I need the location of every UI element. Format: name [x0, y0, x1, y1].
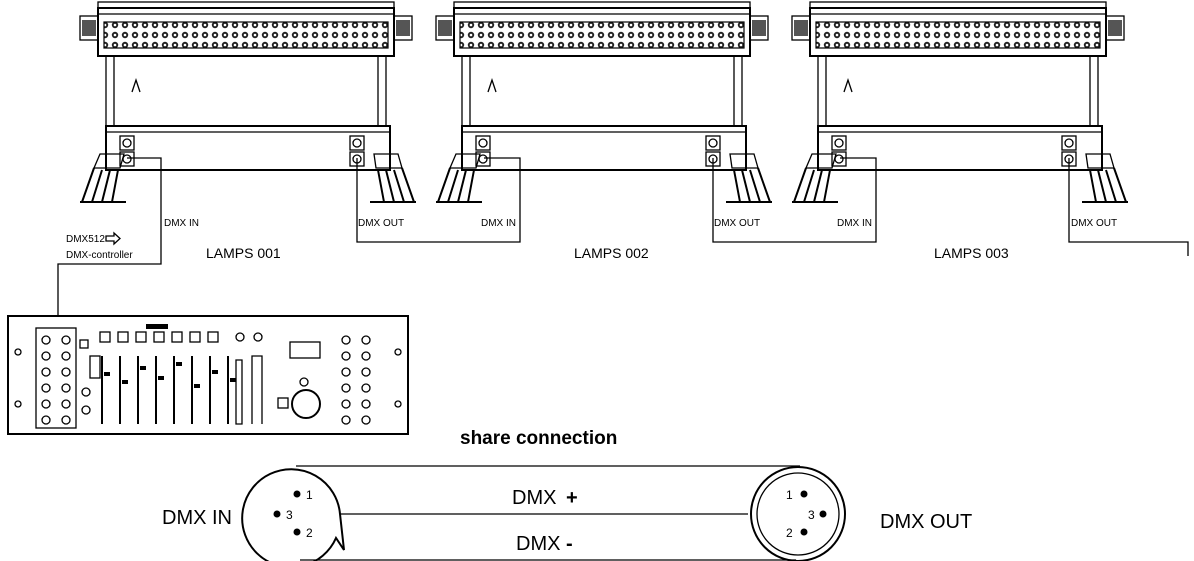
cable-lamp2-to-lamp3: [712, 157, 877, 243]
lamp1-name: LAMPS 001: [206, 245, 281, 261]
out-pin1-label: 1: [786, 488, 793, 502]
cable-controller-to-lamp1: [57, 157, 162, 316]
dmx-in-big-label: DMX IN: [162, 507, 232, 529]
lamp-fixture-003: [791, 1, 1129, 203]
in-pin3-label: 3: [286, 508, 293, 522]
out-pin3-label: 3: [808, 508, 815, 522]
lamp3-out-label: DMX OUT: [1071, 218, 1117, 229]
out-pin2-label: 2: [786, 526, 793, 540]
in-pin2-label: 2: [306, 526, 313, 540]
lamp3-name: LAMPS 003: [934, 245, 1009, 261]
cable-lamp1-to-lamp2: [356, 157, 521, 243]
cable-lamp3-out: [1068, 158, 1189, 256]
lamp-fixture-001: [79, 1, 417, 203]
share-connection-title: share connection: [460, 428, 617, 449]
lamp2-in-label: DMX IN: [481, 218, 516, 229]
lamp1-out-label: DMX OUT: [358, 218, 404, 229]
lamp2-out-label: DMX OUT: [714, 218, 760, 229]
dmx-minus-sign: -: [566, 533, 573, 555]
dmx512-label: DMX512: [66, 234, 105, 245]
dmx-plus-sign: +: [566, 487, 578, 509]
arrow-right-icon: [105, 231, 121, 246]
dmx-controller-device: [7, 315, 409, 435]
dmx-plus-label: DMX: [512, 487, 556, 509]
dmx-in-connector: 1 3 2: [241, 468, 345, 561]
in-pin1-label: 1: [306, 488, 313, 502]
dmx-minus-label: DMX: [516, 533, 560, 555]
dmx-out-big-label: DMX OUT: [880, 511, 972, 533]
dmx-controller-label: DMX-controller: [66, 250, 133, 261]
lamp1-in-label: DMX IN: [164, 218, 199, 229]
lamp2-name: LAMPS 002: [574, 245, 649, 261]
lamp-fixture-002: [435, 1, 773, 203]
dmx-out-connector: 1 3 2: [750, 466, 846, 561]
lamp3-in-label: DMX IN: [837, 218, 872, 229]
